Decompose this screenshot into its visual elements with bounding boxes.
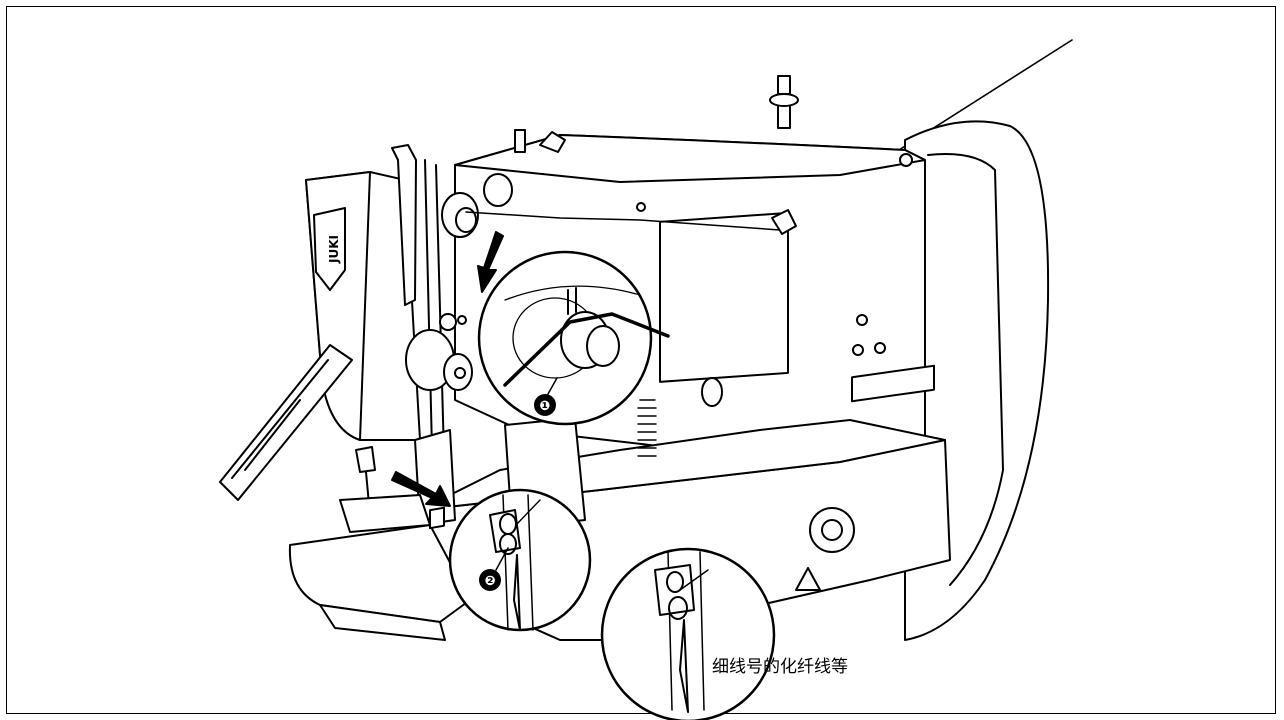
- callout-2-leader: [495, 547, 509, 571]
- juki-logo-text: JUKI: [327, 235, 341, 264]
- bed-front-shelf: [288, 524, 471, 623]
- eye-guard-inner: [231, 359, 329, 479]
- screw: [899, 153, 913, 167]
- thread-guide-rod: [424, 159, 445, 456]
- bed-lower-block: [319, 604, 446, 641]
- figure-frame: [6, 6, 1276, 714]
- eye-guard: [219, 344, 353, 501]
- arm-hole: [701, 377, 723, 407]
- top-lever: [539, 131, 566, 153]
- screw: [636, 202, 646, 212]
- callout-2-badge: [479, 569, 501, 591]
- take-up-lever: [391, 144, 417, 306]
- screw: [439, 313, 457, 331]
- detail-circle-3: [600, 547, 776, 720]
- arm-plug: [483, 173, 513, 207]
- tension-knob-top: [777, 75, 791, 95]
- arm-side-window: [659, 211, 789, 383]
- arm-end-cover-inner: [927, 153, 1004, 586]
- screw: [874, 342, 886, 354]
- callout-1-number: ❶: [539, 399, 550, 414]
- needle-bar-clamp: [489, 509, 521, 553]
- needle-point-3: [679, 619, 689, 713]
- screw: [856, 314, 868, 326]
- thread-guide-right: [771, 209, 797, 235]
- needle-point: [513, 554, 521, 631]
- detail-2-thread: [515, 499, 541, 526]
- callout-2-number: ❷: [484, 574, 495, 589]
- detail-circle-2: [448, 488, 592, 632]
- arm-top-face: [454, 134, 926, 183]
- thin-thread-note: 细线号的化纤线等: [712, 657, 848, 677]
- detail-1-thread: [503, 312, 670, 387]
- detail-3-thread: [679, 569, 709, 591]
- nameplate: [851, 364, 935, 403]
- arrow-to-detail-1: [477, 231, 504, 293]
- upper-thread: [465, 211, 781, 231]
- screw: [852, 344, 864, 356]
- needle-bar-clamp-3: [654, 564, 695, 616]
- thread-tension-1-cap: [455, 207, 477, 233]
- column-spring: [637, 399, 657, 457]
- bed-dial: [809, 507, 855, 553]
- throat-plate: [429, 506, 445, 530]
- warning-triangle: [795, 567, 821, 591]
- top-pin: [514, 129, 526, 153]
- presser-foot: [339, 494, 431, 533]
- callout-1-leader: [547, 377, 558, 395]
- juki-logo-badge: [313, 207, 346, 291]
- tension-cap: [586, 325, 620, 367]
- callout-1-badge: [534, 394, 556, 416]
- tension-knob: [769, 93, 799, 107]
- arrow-to-detail-2: [391, 471, 451, 507]
- screw: [457, 315, 467, 325]
- bed-dial-inner: [821, 519, 843, 541]
- needle-clamp: [355, 446, 376, 473]
- detail-circle-1: [477, 250, 670, 426]
- thread-tension-2-cap: [454, 367, 466, 379]
